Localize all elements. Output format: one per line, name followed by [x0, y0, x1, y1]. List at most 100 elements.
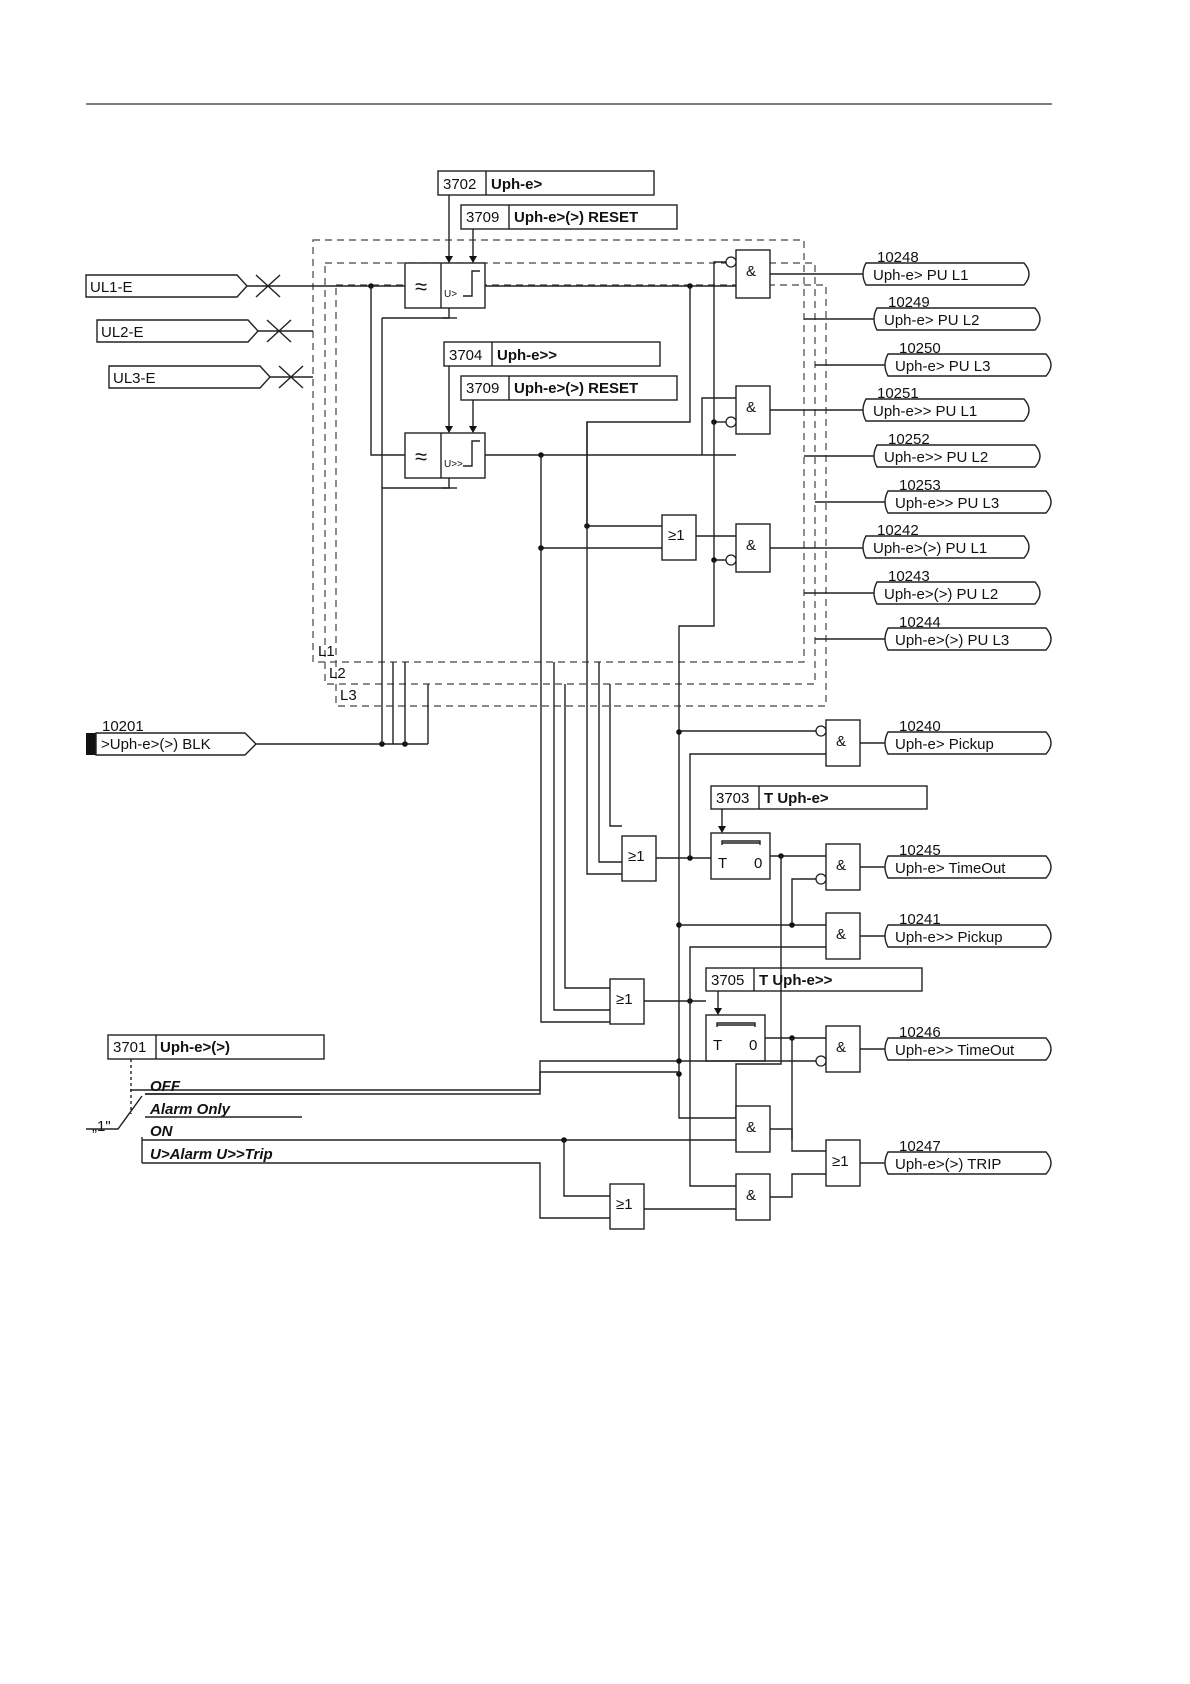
output-number: 10243	[888, 568, 930, 585]
phase-frame-l2	[324, 262, 816, 685]
mode-off: OFF	[150, 1078, 181, 1095]
output-label: Uph-e>(>) TRIP	[895, 1156, 1001, 1173]
or-gate-label: ≥1	[616, 991, 633, 1008]
output-label: Uph-e>> PU L3	[895, 495, 999, 512]
and-gate-label: &	[746, 537, 756, 554]
output-label: Uph-e> TimeOut	[895, 860, 1006, 877]
output-10253: 10253 Uph-e>> PU L3	[884, 477, 1052, 514]
or-gate-label: ≥1	[616, 1196, 633, 1213]
output-number: 10241	[899, 911, 941, 928]
output-label: Uph-e> PU L3	[895, 358, 990, 375]
output-number: 10249	[888, 294, 930, 311]
param-label: Uph-e>(>) RESET	[514, 209, 638, 226]
param-3702: 3702 Uph-e>	[437, 170, 655, 196]
output-label: Uph-e> PU L2	[884, 312, 979, 329]
param-number: 3703	[716, 790, 749, 807]
mode-on: ON	[150, 1123, 174, 1140]
and-gate-label: &	[746, 399, 756, 416]
and-gate-label: &	[836, 1039, 846, 1056]
param-3704: 3704 Uph-e>>	[443, 341, 661, 367]
output-10241: 10241 Uph-e>> Pickup	[884, 911, 1052, 948]
phase-label-l2: L2	[329, 665, 346, 682]
mode-selector: OFF Alarm Only ON U>Alarm U>>Trip „1"	[86, 1059, 736, 1219]
and-gate-label: &	[836, 733, 846, 750]
output-number: 10244	[899, 614, 941, 631]
output-10244: 10244 Uph-e>(>) PU L3	[884, 614, 1052, 651]
measure-element-u2: ≈ U>>	[404, 432, 486, 489]
and-gate-label: &	[746, 1119, 756, 1136]
output-label: Uph-e>> PU L1	[873, 403, 977, 420]
input-label: UL3-E	[113, 370, 156, 387]
lower-bus-wires	[540, 422, 736, 1119]
param-label: T Uph-e>>	[759, 972, 833, 989]
and-gate-label: &	[746, 1187, 756, 1204]
output-10247: 10247 Uph-e>(>) TRIP	[884, 1138, 1052, 1175]
mode-alarm-only: Alarm Only	[149, 1101, 231, 1118]
measure-element-u1: ≈ U>	[404, 262, 486, 319]
param-number: 3704	[449, 347, 482, 364]
blk-label: >Uph-e>(>) BLK	[101, 736, 211, 753]
param-number: 3702	[443, 176, 476, 193]
output-10248: 10248 Uph-e> PU L1	[862, 249, 1030, 286]
output-10245: 10245 Uph-e> TimeOut	[884, 842, 1052, 879]
output-10243: 10243 Uph-e>(>) PU L2	[873, 568, 1041, 605]
output-label: Uph-e>> Pickup	[895, 929, 1003, 946]
input-ul3: UL3-E	[108, 365, 313, 389]
param-number: 3701	[113, 1039, 146, 1056]
output-10242: 10242 Uph-e>(>) PU L1	[862, 522, 1030, 559]
param-label: Uph-e>(>) RESET	[514, 380, 638, 397]
output-10240: 10240 Uph-e> Pickup	[884, 718, 1052, 755]
output-label: Uph-e>(>) PU L3	[895, 632, 1009, 649]
param-3709-a: 3709 Uph-e>(>) RESET	[460, 204, 678, 230]
input-label: UL2-E	[101, 324, 144, 341]
output-label: Uph-e> PU L1	[873, 267, 968, 284]
phase-output-wires	[804, 318, 888, 640]
output-label: Uph-e>> PU L2	[884, 449, 988, 466]
output-10246: 10246 Uph-e>> TimeOut	[884, 1024, 1052, 1061]
and-gate-label: &	[836, 926, 846, 943]
stage1-logic: ≥1 & T 0 &	[621, 719, 888, 1118]
or-gate-label: ≥1	[832, 1153, 849, 1170]
phase-label-l3: L3	[340, 687, 357, 704]
output-label: Uph-e> Pickup	[895, 736, 994, 753]
param-3703: 3703 T Uph-e>	[710, 785, 928, 810]
param-number: 3705	[711, 972, 744, 989]
phase-label-l1: L1	[318, 643, 335, 660]
param-label: Uph-e>>	[497, 347, 557, 364]
param-label: Uph-e>	[491, 176, 542, 193]
input-ul1: UL1-E	[85, 274, 405, 298]
input-blk: 10201 >Uph-e>(>) BLK	[86, 317, 449, 756]
output-10252: 10252 Uph-e>> PU L2	[873, 431, 1041, 468]
output-label: Uph-e>(>) PU L1	[873, 540, 987, 557]
output-10250: 10250 Uph-e> PU L3	[884, 340, 1052, 377]
threshold-label: U>	[444, 289, 457, 300]
timer-t: T	[718, 855, 727, 872]
filter-symbol: ≈	[415, 444, 427, 469]
or-gate-label: ≥1	[668, 527, 685, 544]
or-gate-label: ≥1	[628, 848, 645, 865]
input-ul2: UL2-E	[96, 319, 313, 343]
output-label: Uph-e>> TimeOut	[895, 1042, 1015, 1059]
output-number: 10246	[899, 1024, 941, 1041]
ul1-branch	[368, 283, 405, 456]
param-3701: 3701 Uph-e>(>)	[107, 1034, 325, 1060]
stage2-logic: ≥1 & T 0 &	[130, 912, 888, 1140]
output-number: 10250	[899, 340, 941, 357]
phase-frame-l1	[312, 239, 805, 663]
output-number: 10253	[899, 477, 941, 494]
output-number: 10247	[899, 1138, 941, 1155]
phase-frame-l3	[335, 284, 827, 707]
output-label: Uph-e>(>) PU L2	[884, 586, 998, 603]
output-number: 10252	[888, 431, 930, 448]
output-10249: 10249 Uph-e> PU L2	[873, 294, 1041, 331]
phase-l1-logic: & & ≥1 &	[485, 249, 866, 650]
input-label: UL1-E	[90, 279, 133, 296]
param-number: 3709	[466, 380, 499, 397]
and-gate-label: &	[746, 263, 756, 280]
threshold-label: U>>	[444, 459, 463, 470]
output-10251: 10251 Uph-e>> PU L1	[862, 385, 1030, 422]
timer-zero: 0	[754, 855, 762, 872]
trip-logic: & & ≥1 ≥1	[609, 1001, 888, 1230]
